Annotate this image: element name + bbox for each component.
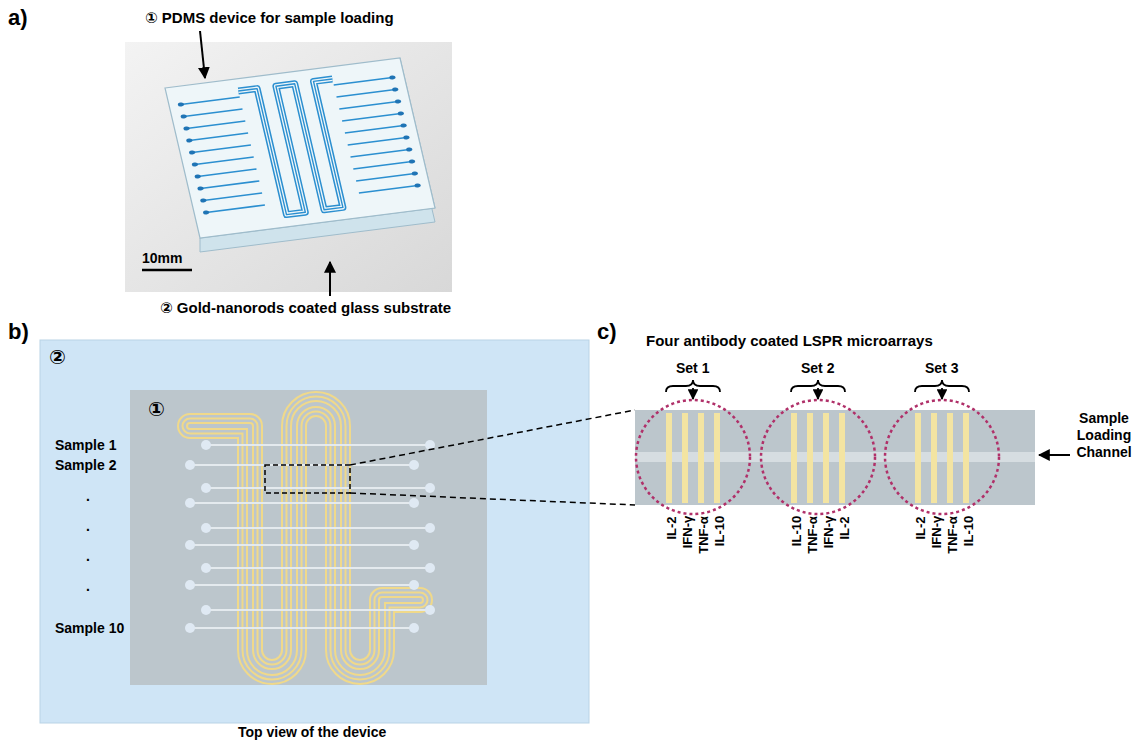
antibody-label: IL-10 bbox=[712, 516, 728, 546]
pdms-rect bbox=[130, 390, 487, 685]
photo-channels bbox=[176, 71, 423, 225]
caption-label: Top view of the device bbox=[238, 724, 386, 741]
antibody-label: TNF-α bbox=[696, 516, 712, 554]
microarray-view bbox=[635, 380, 1070, 514]
leader-arrow bbox=[200, 31, 205, 78]
zoom-line bbox=[350, 410, 635, 465]
photo-ground bbox=[125, 42, 452, 292]
antibody-bars bbox=[666, 413, 969, 503]
antibody-label: TNF-α bbox=[945, 516, 961, 554]
antibody-label: IL-10 bbox=[961, 516, 977, 546]
set-label: Set 1 bbox=[676, 360, 709, 377]
panel-letter: b) bbox=[8, 318, 29, 345]
scale-label: 10mm bbox=[142, 250, 182, 267]
antibody-label: IFN-γ bbox=[680, 516, 696, 549]
callout-label: ① PDMS device for sample loading bbox=[145, 9, 394, 27]
set-label: Set 3 bbox=[925, 360, 958, 377]
sample-channels bbox=[190, 445, 430, 628]
antibody-label: IFN-γ bbox=[821, 516, 837, 549]
antibody-label: TNF-α bbox=[805, 516, 821, 554]
channel-band bbox=[635, 410, 1035, 505]
channel-label: Sample Loading Channel bbox=[1066, 410, 1142, 461]
sample-label: Sample 10 bbox=[55, 620, 124, 637]
ellipsis-dot: . bbox=[86, 488, 90, 505]
heading-label: Four antibody coated LSPR microarrays bbox=[646, 332, 933, 350]
ellipsis-dot: . bbox=[86, 548, 90, 565]
leader-arrow bbox=[329, 262, 331, 296]
set-circles bbox=[636, 400, 999, 514]
set-label: Set 2 bbox=[801, 360, 834, 377]
callout-label: ② Gold-nanorods coated glass substrate bbox=[160, 299, 451, 317]
zoom-box bbox=[265, 465, 350, 493]
antibody-label: IFN-γ bbox=[929, 516, 945, 549]
antibody-label: IL-2 bbox=[664, 516, 680, 539]
substrate-box: ②① bbox=[40, 340, 589, 723]
brackets bbox=[666, 380, 969, 399]
scale-bar bbox=[142, 269, 192, 272]
top-view bbox=[40, 340, 589, 723]
callout-number: ② bbox=[49, 345, 66, 369]
ellipsis-dot: . bbox=[86, 518, 90, 535]
device-photo bbox=[125, 31, 452, 296]
sample-label: Sample 2 bbox=[55, 457, 116, 474]
leader-arrow bbox=[1039, 454, 1070, 456]
loading-channel bbox=[635, 452, 1035, 462]
antibody-label: IL-10 bbox=[789, 516, 805, 546]
panel-letter: c) bbox=[597, 318, 617, 345]
pdms-box: ① bbox=[130, 390, 487, 685]
antibody-label: IL-2 bbox=[913, 516, 929, 539]
slab-top bbox=[165, 58, 435, 238]
ports bbox=[185, 440, 435, 633]
ellipsis-dot: . bbox=[86, 578, 90, 595]
antibody-label: IL-2 bbox=[837, 516, 853, 539]
panel-letter: a) bbox=[8, 4, 28, 31]
sample-label: Sample 1 bbox=[55, 437, 116, 454]
zoom-line bbox=[350, 493, 635, 505]
substrate-rect bbox=[40, 340, 589, 723]
callout-number: ① bbox=[148, 397, 165, 421]
